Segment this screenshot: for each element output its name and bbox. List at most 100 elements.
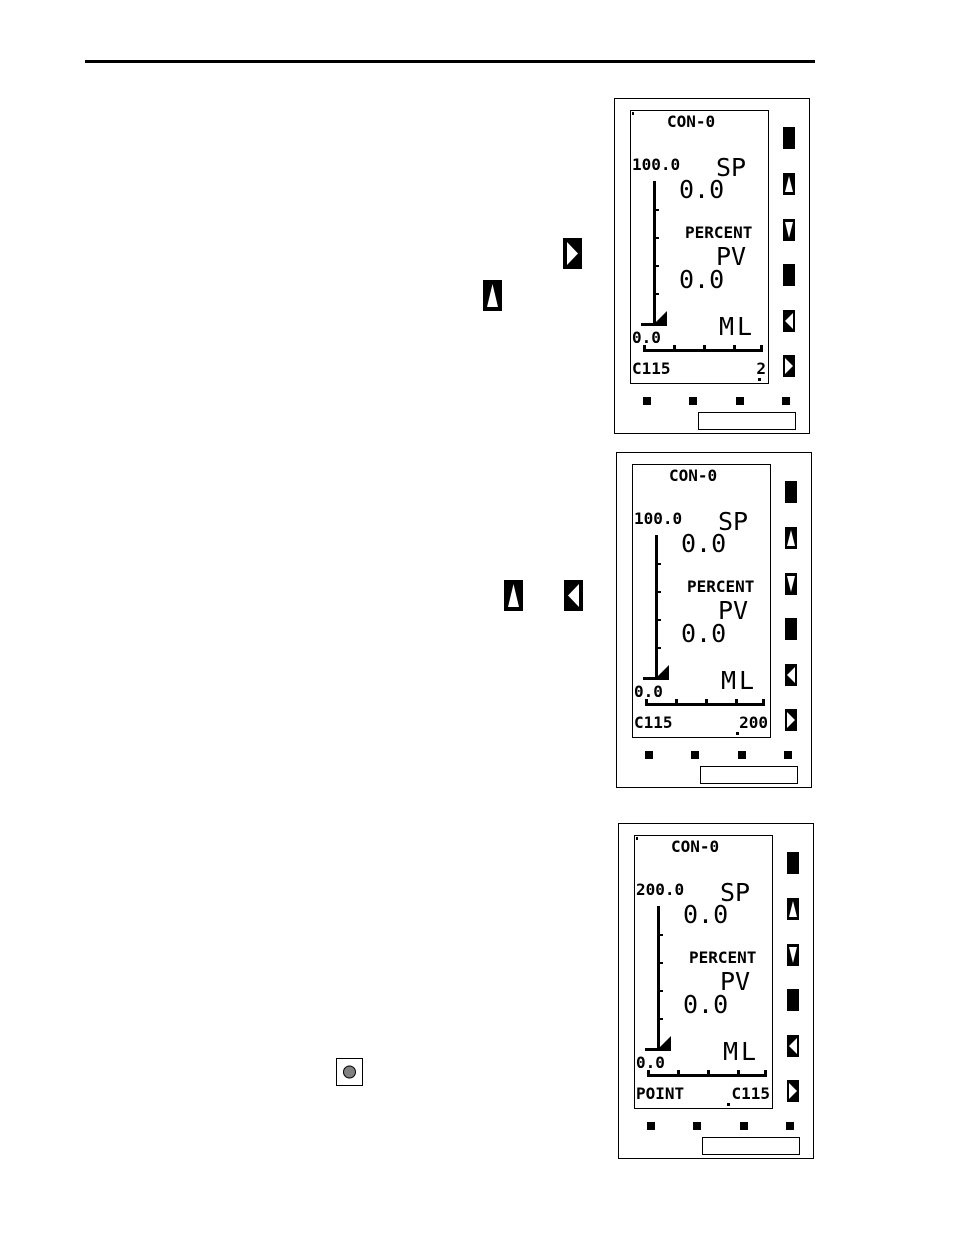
footer-right: C115 <box>731 1086 770 1102</box>
left-arrow-key-icon <box>564 580 583 611</box>
bargraph-pointer-icon <box>659 1036 671 1048</box>
footer-left: POINT <box>636 1086 684 1102</box>
side-key-blank[interactable] <box>783 127 795 149</box>
side-key-blank[interactable] <box>783 264 795 286</box>
bargraph-tick <box>654 265 659 267</box>
lcd-screen: CON-0 200.0 SP 0.0 PERCENT PV 0.0 ML 0.0… <box>634 835 773 1109</box>
bargraph-pointer-icon <box>657 665 669 677</box>
up-arrow-key[interactable] <box>785 527 797 549</box>
scale-bottom: 0.0 <box>634 684 663 700</box>
bargraph-tick <box>654 237 659 239</box>
pv-value: 0.0 <box>683 992 728 1017</box>
unit-label: PERCENT <box>687 579 754 595</box>
mode-indicator: ML <box>719 314 755 339</box>
trend-tick <box>677 1070 680 1075</box>
bargraph-tick <box>658 934 663 936</box>
scale-bottom: 0.0 <box>632 330 661 346</box>
bargraph-pointer-icon <box>655 311 667 323</box>
enter-button-icon <box>336 1058 363 1086</box>
edit-cursor <box>736 732 739 735</box>
soft-key-2[interactable] <box>689 397 697 405</box>
header-rule <box>85 60 815 63</box>
scale-top: 200.0 <box>636 882 684 898</box>
trend-tick <box>675 699 678 704</box>
footer-right: 200 <box>739 715 768 731</box>
bargraph-tick <box>654 209 659 211</box>
soft-key-3[interactable] <box>740 1122 748 1130</box>
left-arrow-key[interactable] <box>783 310 795 332</box>
soft-key-3[interactable] <box>738 751 746 759</box>
trend-tick <box>645 699 648 704</box>
trend-tick <box>703 345 706 350</box>
sp-value: 0.0 <box>679 177 724 202</box>
trend-tick <box>707 1070 710 1075</box>
up-arrow-key-icon <box>504 580 523 611</box>
soft-key-4[interactable] <box>782 397 790 405</box>
down-arrow-key[interactable] <box>785 573 797 595</box>
soft-key-3[interactable] <box>736 397 744 405</box>
trend-tick <box>737 1070 740 1075</box>
edit-cursor <box>758 378 761 381</box>
trend-tick <box>705 699 708 704</box>
scale-bottom: 0.0 <box>636 1055 665 1071</box>
screen-corner-mark <box>632 112 634 115</box>
right-arrow-key[interactable] <box>785 709 797 731</box>
soft-key-1[interactable] <box>645 751 653 759</box>
trend-tick <box>735 699 738 704</box>
trend-tick <box>733 345 736 350</box>
soft-key-4[interactable] <box>784 751 792 759</box>
side-key-blank[interactable] <box>785 481 797 503</box>
pv-value: 0.0 <box>681 621 726 646</box>
nameplate <box>698 412 796 430</box>
up-arrow-key[interactable] <box>783 173 795 195</box>
bargraph-tick <box>656 619 661 621</box>
side-key-blank[interactable] <box>787 852 799 874</box>
bargraph-base <box>643 677 669 680</box>
bargraph-tick <box>656 647 661 649</box>
controller-display-3: CON-0 200.0 SP 0.0 PERCENT PV 0.0 ML 0.0… <box>618 823 814 1159</box>
footer-left: C115 <box>632 361 671 377</box>
up-arrow-key[interactable] <box>787 898 799 920</box>
unit-label: PERCENT <box>685 225 752 241</box>
bargraph-tick <box>656 591 661 593</box>
trend-tick <box>643 345 646 350</box>
bargraph-base <box>641 323 667 326</box>
footer-left: C115 <box>634 715 673 731</box>
right-arrow-key-icon <box>563 238 582 269</box>
unit-label: PERCENT <box>689 950 756 966</box>
right-arrow-key[interactable] <box>783 355 795 377</box>
bargraph-tick <box>658 1018 663 1020</box>
sp-value: 0.0 <box>683 902 728 927</box>
down-arrow-key[interactable] <box>787 944 799 966</box>
bargraph-tick <box>658 962 663 964</box>
nameplate <box>702 1137 800 1155</box>
side-key-blank[interactable] <box>785 618 797 640</box>
display-title: CON-0 <box>669 468 717 484</box>
bargraph-scale <box>655 535 658 679</box>
bargraph-scale <box>653 181 656 325</box>
scale-top: 100.0 <box>634 511 682 527</box>
mode-indicator: ML <box>721 668 757 693</box>
nameplate <box>700 766 798 784</box>
side-key-blank[interactable] <box>787 989 799 1011</box>
trend-tick <box>764 1070 767 1075</box>
left-arrow-key[interactable] <box>787 1035 799 1057</box>
sp-value: 0.0 <box>681 531 726 556</box>
soft-key-1[interactable] <box>643 397 651 405</box>
soft-key-2[interactable] <box>693 1122 701 1130</box>
soft-key-4[interactable] <box>786 1122 794 1130</box>
controller-display-1: CON-0 100.0 SP 0.0 PERCENT PV 0.0 ML 0.0… <box>614 98 810 434</box>
up-arrow-key-icon <box>483 280 502 311</box>
down-arrow-key[interactable] <box>783 219 795 241</box>
lcd-screen: CON-0 100.0 SP 0.0 PERCENT PV 0.0 ML 0.0… <box>632 464 771 738</box>
bargraph-tick <box>658 990 663 992</box>
mode-indicator: ML <box>723 1039 759 1064</box>
bargraph-tick <box>654 293 659 295</box>
right-arrow-key[interactable] <box>787 1080 799 1102</box>
left-arrow-key[interactable] <box>785 664 797 686</box>
soft-key-2[interactable] <box>691 751 699 759</box>
bargraph-base <box>645 1048 671 1051</box>
display-title: CON-0 <box>667 114 715 130</box>
footer-right: 2 <box>756 361 766 377</box>
soft-key-1[interactable] <box>647 1122 655 1130</box>
